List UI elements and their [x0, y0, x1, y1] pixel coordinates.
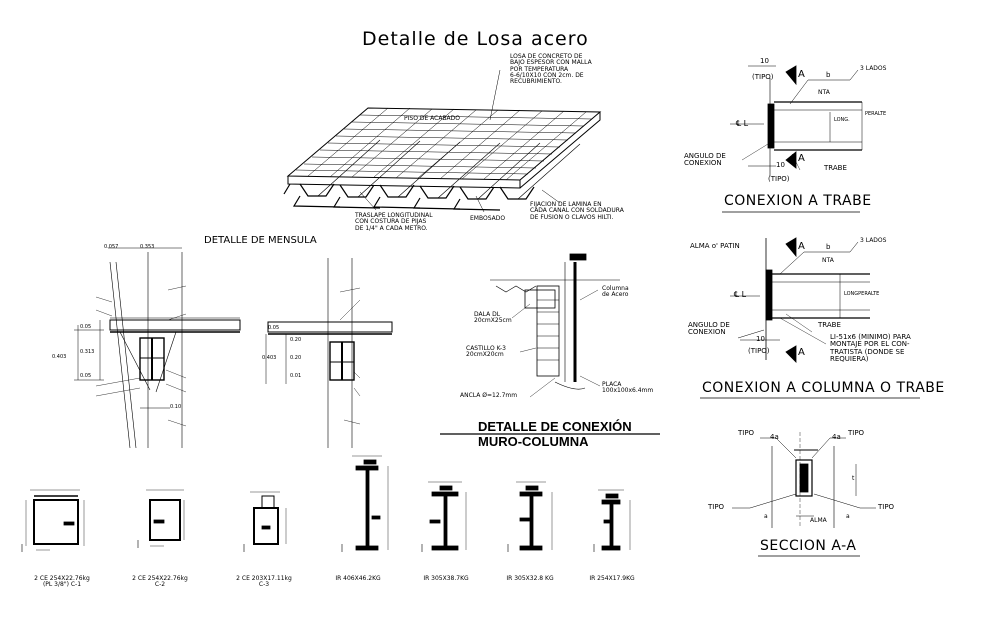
colt-3-lados: 3 LADOS: [860, 237, 887, 244]
profile-ir254: [593, 489, 631, 552]
profile-c2: [137, 489, 185, 548]
colt-trabe-label: TRABE: [818, 321, 841, 329]
mensula-bottom-dim: 0.10: [170, 404, 182, 410]
colt-b-label: b: [826, 243, 831, 251]
colt-a-bot: A: [798, 347, 805, 358]
losa-traslape-label: TRASLAPE LONGITUDINAL CON COSTURA DE PIJ…: [355, 212, 433, 232]
profile-ir305-38: [421, 481, 467, 552]
losa-note-concreto: LOSA DE CONCRETO DE BAJO ESPESOR CON MAL…: [510, 53, 592, 86]
colt-dim-10: 10: [756, 335, 765, 343]
trabe-b-label: b: [826, 71, 831, 79]
colt-li-label: LI-51x6 (MINIMO) PARA MONTAJE POR EL CON…: [830, 333, 911, 364]
profile-ir305-32: [507, 481, 553, 552]
mensula-title: DETALLE DE MENSULA: [204, 235, 317, 246]
trabe-dim-10-bot: 10: [776, 161, 785, 169]
colt-title: CONEXION A COLUMNA O TRABE: [702, 380, 945, 396]
losa-acero-isometric: [283, 69, 602, 213]
trabe-trabe-label: TRABE: [824, 164, 847, 172]
colt-nta: NTA: [822, 257, 834, 264]
mensula-dim-top-2: 0.353: [140, 244, 155, 250]
seccion-a-left: a: [764, 513, 768, 520]
trabe-tipo-bot: (TIPO): [768, 175, 790, 183]
trabe-nta: NTA: [818, 89, 830, 96]
losa-embosado-label: EMBOSADO: [470, 215, 506, 222]
colt-a-top: A: [798, 241, 805, 252]
colt-long-peralte: LONGPERALTE: [844, 291, 880, 297]
mensula-right-dim-4: 0.20: [290, 355, 302, 361]
muro-title-line1: DETALLE DE CONEXIÓN: [478, 419, 632, 434]
trabe-title: CONEXION A TRABE: [724, 193, 872, 209]
muro-columna-detail: [440, 253, 660, 435]
muro-castillo-label: CASTILLO K-3 20cmX20cm: [466, 345, 506, 359]
mensula-left-dim-3: 0.403: [52, 354, 67, 360]
seccion-tipo-tl: TIPO: [738, 429, 755, 437]
seccion-tipo-bl: TIPO: [708, 503, 725, 511]
mensula-right-dim-5: 0.01: [290, 373, 302, 379]
seccion-alma: ALMA: [810, 517, 827, 524]
profile-ir406: [341, 455, 389, 552]
profile-label-ir305-38: IR 305X38.7KG: [423, 575, 469, 582]
trabe-dim-10-top: 10: [760, 57, 769, 65]
conexion-trabe-detail: [722, 65, 863, 213]
profile-c1: [21, 489, 85, 552]
seccion-title: SECCION A-A: [760, 538, 857, 554]
profile-label-c1: 2 CE 254X22.76kg (PL 3/8") C-1: [34, 575, 90, 589]
trabe-peralte: PERALTE: [865, 111, 887, 117]
trabe-a-bot: A: [798, 153, 805, 164]
mensula-left-dim-2: 0.313: [80, 349, 95, 355]
colt-cl-label: ℄ L: [734, 290, 747, 299]
seccion-t: t: [852, 475, 855, 482]
mensula-left-dim-1: 0.05: [80, 324, 92, 330]
mensula-left-dim-4: 0.05: [80, 373, 92, 379]
losa-fijacion-label: FIJACION DE LAMINA EN CADA CANAL CON SOL…: [530, 201, 624, 221]
muro-title-line2: MURO-COLUMNA: [478, 434, 589, 449]
trabe-cl-label: ℄ L: [736, 119, 749, 128]
seccion-a-right: a: [846, 513, 850, 520]
profile-c3: [243, 491, 287, 552]
losa-piso-label: PISO DE ACABADO: [404, 115, 461, 122]
trabe-tipo-top: (TIPO): [752, 73, 774, 81]
muro-columna-label: Columna de Acero: [602, 285, 629, 299]
trabe-a-top: A: [798, 69, 805, 80]
mensula-left-detail: [74, 247, 241, 449]
profile-label-ir406: IR 406X46.2KG: [335, 575, 381, 582]
profile-label-ir305-32: IR 305X32.8 KG: [506, 575, 554, 582]
conexion-columna-trabe-detail: [700, 237, 920, 399]
profile-label-c3: 2 CE 203X17.11kg C-3: [236, 575, 292, 589]
muro-ancla-label: ANCLA Ø=12.7mm: [460, 392, 518, 399]
mensula-right-dim-3: 0.403: [262, 355, 277, 361]
mensula-right-dim-2: 0.20: [290, 337, 302, 343]
colt-alma-label: ALMA o' PATIN: [690, 242, 740, 250]
trabe-angulo-label: ANGULO DE CONEXION: [684, 152, 726, 168]
profile-label-c2: 2 CE 254X22.76kg C-2: [132, 575, 188, 589]
colt-angulo-label: ANGULO DE CONEXION: [688, 321, 730, 337]
seccion-aa-detail: [732, 432, 876, 557]
mensula-right-detail: [265, 258, 393, 448]
mensula-right-dim-1: 0.05: [268, 325, 280, 331]
seccion-tipo-tr: TIPO: [848, 429, 865, 437]
muro-placa-label: PLACA 100x100x6.4mm: [602, 381, 654, 395]
trabe-long: LONG.: [834, 117, 850, 123]
muro-dala-label: DALA DL 20cmX25cm: [474, 311, 512, 325]
profile-label-ir254: IR 254X17.9KG: [589, 575, 635, 582]
colt-tipo: (TIPO): [748, 347, 770, 355]
trabe-3-lados: 3 LADOS: [860, 65, 887, 72]
losa-title: Detalle de Losa acero: [362, 28, 589, 50]
seccion-weld-left: 4a: [770, 433, 779, 441]
mensula-dim-top-1: 0.057: [104, 244, 119, 250]
seccion-tipo-br: TIPO: [878, 503, 895, 511]
seccion-weld-right: 4a: [832, 433, 841, 441]
